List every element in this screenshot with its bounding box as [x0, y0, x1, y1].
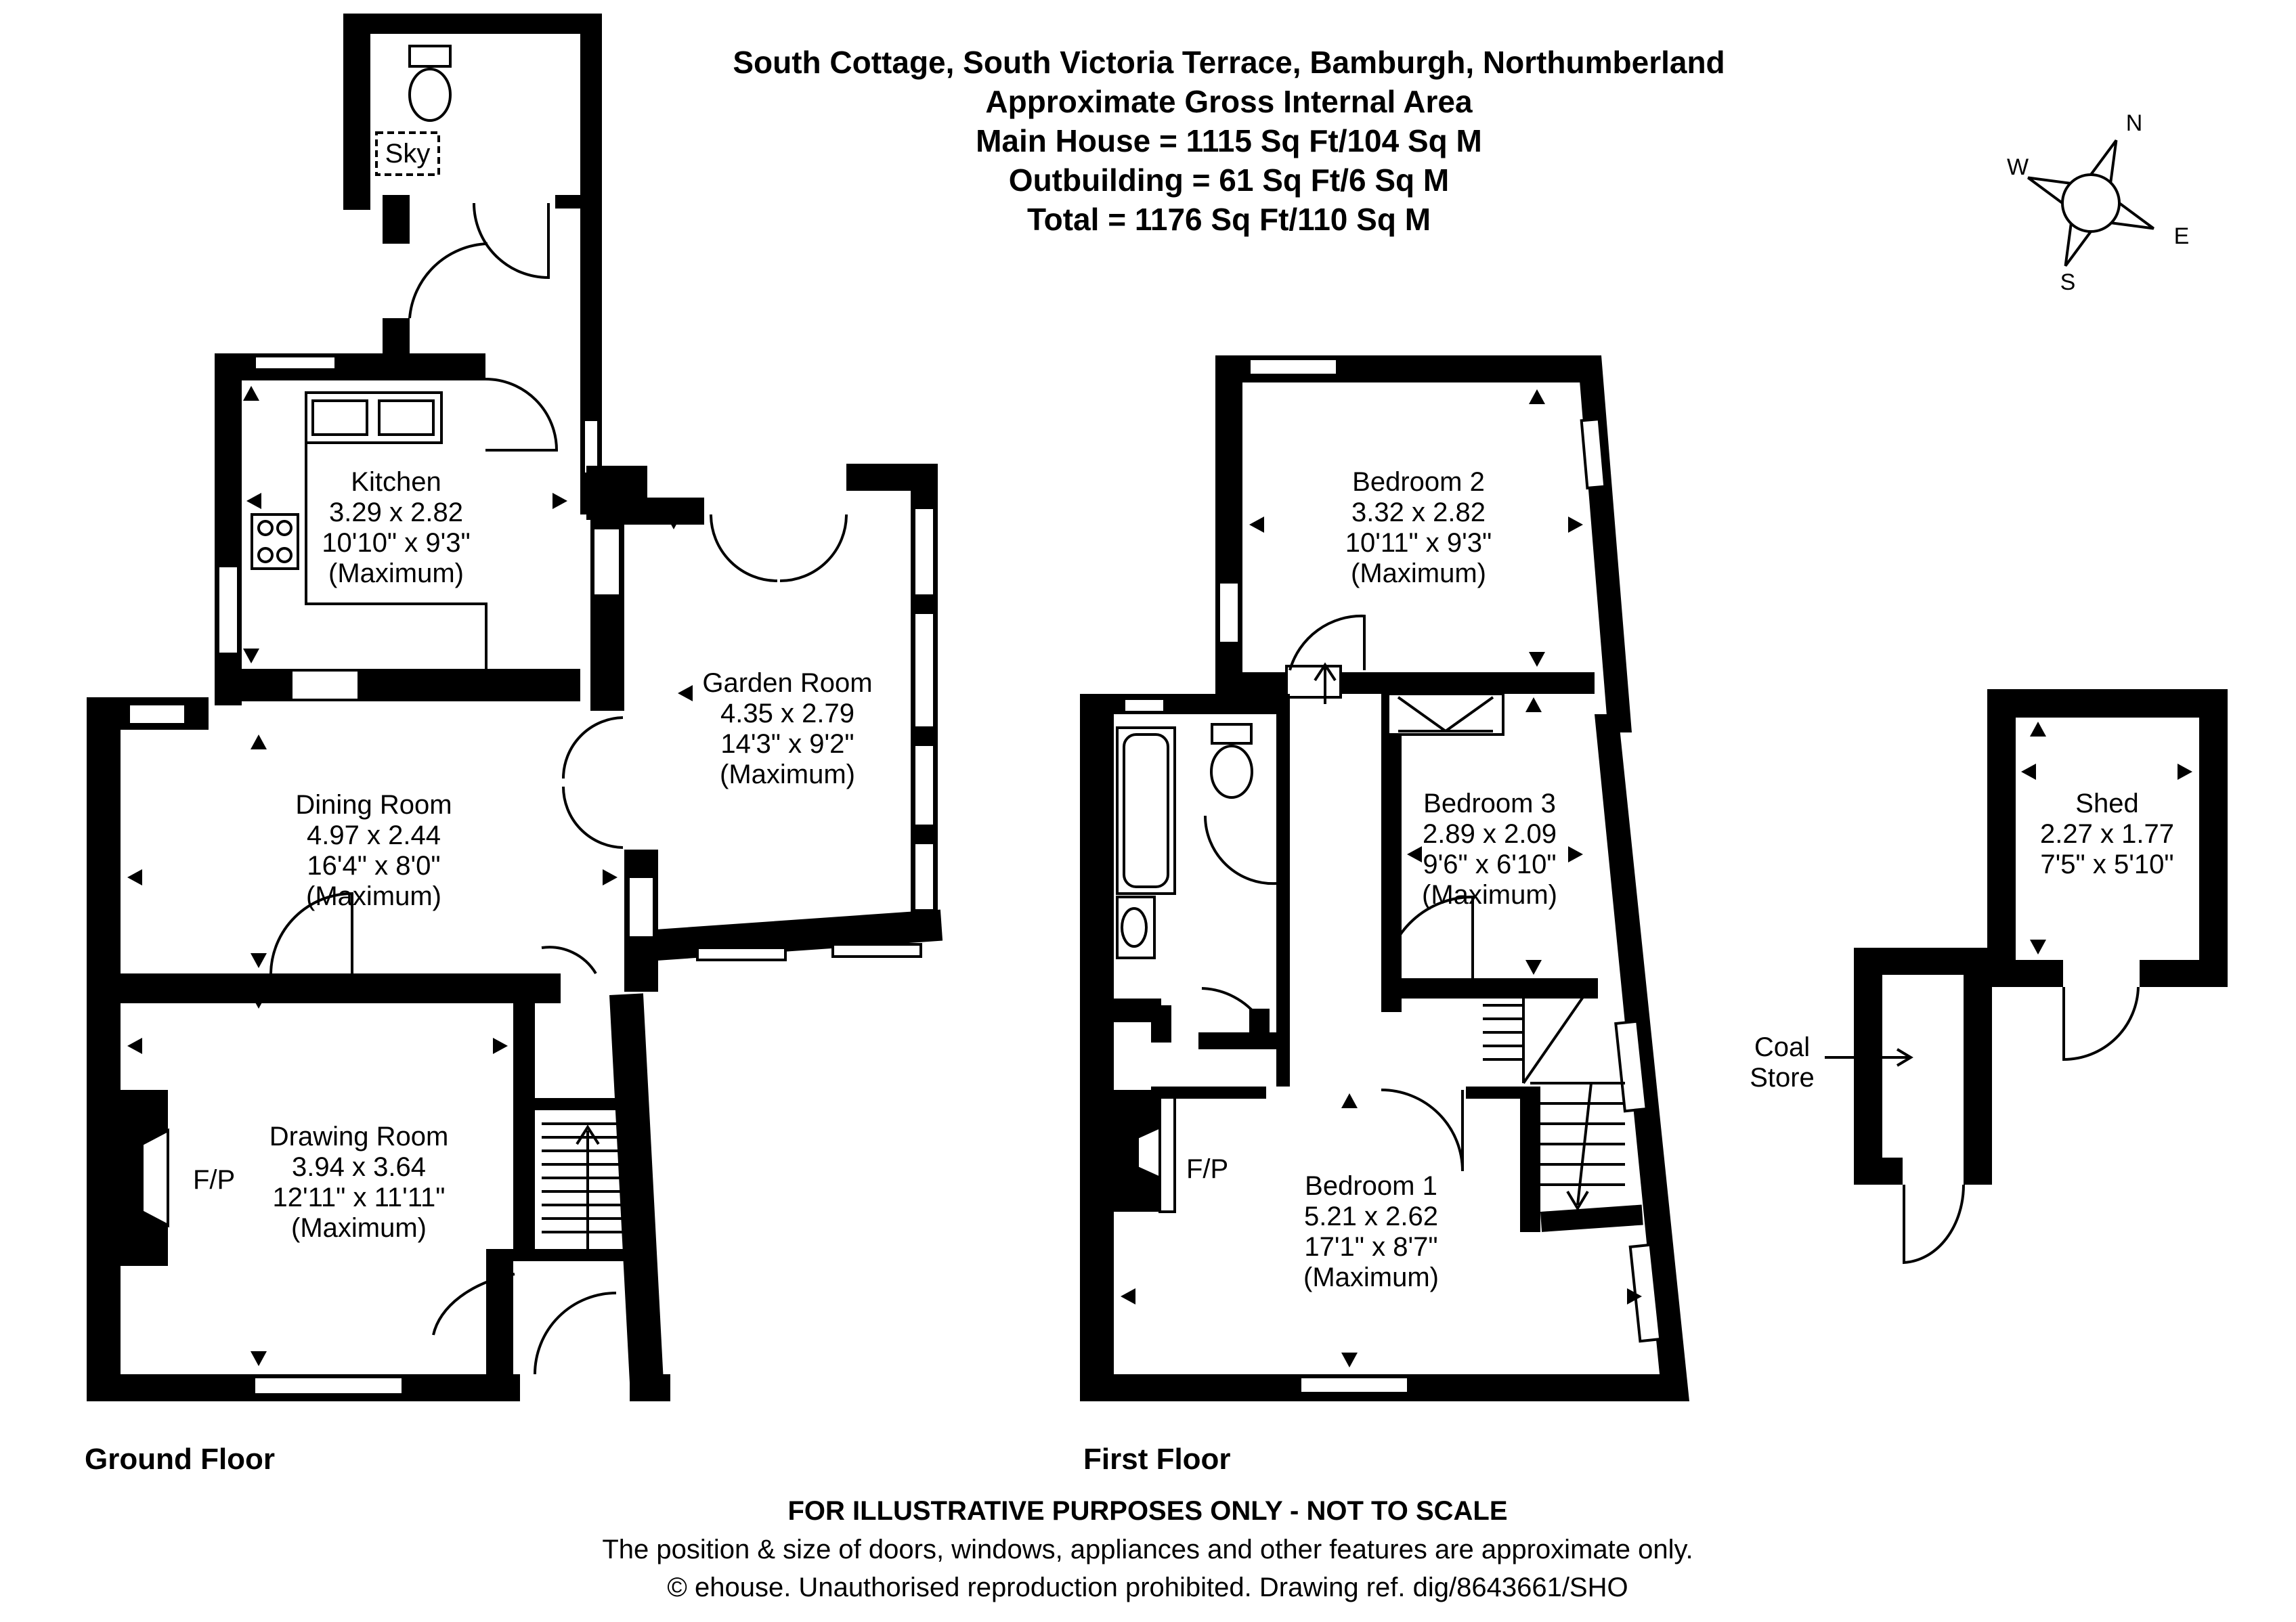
- area-title: Approximate Gross Internal Area: [985, 84, 1473, 119]
- bedroom1-name: Bedroom 1: [1305, 1171, 1437, 1201]
- room-label-coal-store: Coal Store: [1750, 1032, 1815, 1093]
- drawing-room-imperial: 12'11" x 11'11": [273, 1183, 446, 1212]
- kitchen-imperial: 10'10" x 9'3": [322, 528, 470, 558]
- room-label-bedroom-3: Bedroom 3 2.89 x 2.09 9'6" x 6'10" (Maxi…: [1422, 789, 1557, 910]
- drawing-room-name: Drawing Room: [269, 1122, 449, 1152]
- shed-name: Shed: [2075, 789, 2138, 818]
- ground-stairs: [542, 1122, 631, 1252]
- bedroom3-name: Bedroom 3: [1423, 789, 1556, 818]
- room-label-garden-room: Garden Room 4.35 x 2.79 14'3" x 9'2" (Ma…: [702, 668, 872, 789]
- compass-east: E: [2174, 223, 2190, 249]
- bedroom2-metric: 3.32 x 2.82: [1351, 498, 1486, 527]
- garden-room-note: (Maximum): [720, 760, 855, 789]
- sky-label: Sky: [385, 139, 431, 169]
- compass-west: W: [2007, 154, 2029, 180]
- address-title: South Cottage, South Victoria Terrace, B…: [733, 45, 1725, 80]
- bedroom2-imperial: 10'11" x 9'3": [1345, 528, 1492, 558]
- outbuilding-plan: [1825, 689, 2228, 1265]
- dining-room-imperial: 16'4" x 8'0": [307, 851, 440, 881]
- room-label-drawing-room: Drawing Room 3.94 x 3.64 12'11" x 11'11"…: [269, 1122, 449, 1243]
- compass-south: S: [2060, 269, 2076, 295]
- garden-room-name: Garden Room: [702, 668, 872, 698]
- total-area: Total = 1176 Sq Ft/110 Sq M: [1027, 202, 1431, 237]
- bedroom3-note: (Maximum): [1422, 880, 1557, 910]
- approximation-note: The position & size of doors, windows, a…: [602, 1535, 1693, 1564]
- drawing-room-note: (Maximum): [291, 1213, 427, 1243]
- first-floor-label: First Floor: [1083, 1443, 1231, 1476]
- first-stairs: [1476, 990, 1625, 1211]
- drawing-room-metric: 3.94 x 3.64: [292, 1152, 426, 1182]
- first-fireplace-label: F/P: [1186, 1154, 1228, 1184]
- dining-room-name: Dining Room: [295, 790, 452, 820]
- bedroom3-imperial: 9'6" x 6'10": [1423, 850, 1556, 879]
- kitchen-note: (Maximum): [328, 558, 464, 588]
- kitchen-name: Kitchen: [351, 467, 441, 497]
- ground-floor-label: Ground Floor: [85, 1443, 275, 1476]
- compass-rose-icon: [2027, 139, 2154, 267]
- bedroom1-note: (Maximum): [1303, 1263, 1439, 1292]
- shed-metric: 2.27 x 1.77: [2040, 819, 2174, 849]
- bedroom2-name: Bedroom 2: [1352, 467, 1485, 497]
- kitchen-metric: 3.29 x 2.82: [329, 498, 463, 527]
- bedroom1-imperial: 17'1" x 8'7": [1304, 1232, 1437, 1262]
- main-house-area: Main House = 1115 Sq Ft/104 Sq M: [976, 123, 1482, 158]
- compass-north: N: [2126, 110, 2143, 136]
- room-label-bedroom-2: Bedroom 2 3.32 x 2.82 10'11" x 9'3" (Max…: [1345, 467, 1492, 588]
- coal-store-line1: Coal: [1754, 1032, 1810, 1062]
- outbuilding-area: Outbuilding = 61 Sq Ft/6 Sq M: [1009, 162, 1449, 198]
- room-label-kitchen: Kitchen 3.29 x 2.82 10'10" x 9'3" (Maxim…: [322, 467, 470, 588]
- bedroom3-metric: 2.89 x 2.09: [1423, 819, 1557, 849]
- room-label-dining-room: Dining Room 4.97 x 2.44 16'4" x 8'0" (Ma…: [295, 790, 452, 911]
- header: South Cottage, South Victoria Terrace, B…: [733, 45, 1725, 237]
- ground-floor-plan: Sky: [87, 14, 943, 1401]
- room-label-shed: Shed 2.27 x 1.77 7'5" x 5'10": [2040, 789, 2174, 879]
- disclaimer-text: FOR ILLUSTRATIVE PURPOSES ONLY - NOT TO …: [787, 1496, 1507, 1526]
- garden-room-imperial: 14'3" x 9'2": [720, 729, 854, 759]
- first-floor-plan: F/P: [1080, 355, 1689, 1401]
- bedroom1-metric: 5.21 x 2.62: [1304, 1202, 1438, 1231]
- dining-room-note: (Maximum): [306, 881, 441, 911]
- room-label-bedroom-1: Bedroom 1 5.21 x 2.62 17'1" x 8'7" (Maxi…: [1303, 1171, 1439, 1292]
- copyright-text: © ehouse. Unauthorised reproduction proh…: [667, 1573, 1628, 1602]
- ground-fireplace-label: F/P: [193, 1165, 235, 1195]
- bedroom2-note: (Maximum): [1351, 558, 1486, 588]
- coal-store-line2: Store: [1750, 1063, 1815, 1093]
- dining-room-metric: 4.97 x 2.44: [307, 820, 441, 850]
- garden-room-metric: 4.35 x 2.79: [720, 699, 854, 728]
- shed-imperial: 7'5" x 5'10": [2040, 850, 2173, 879]
